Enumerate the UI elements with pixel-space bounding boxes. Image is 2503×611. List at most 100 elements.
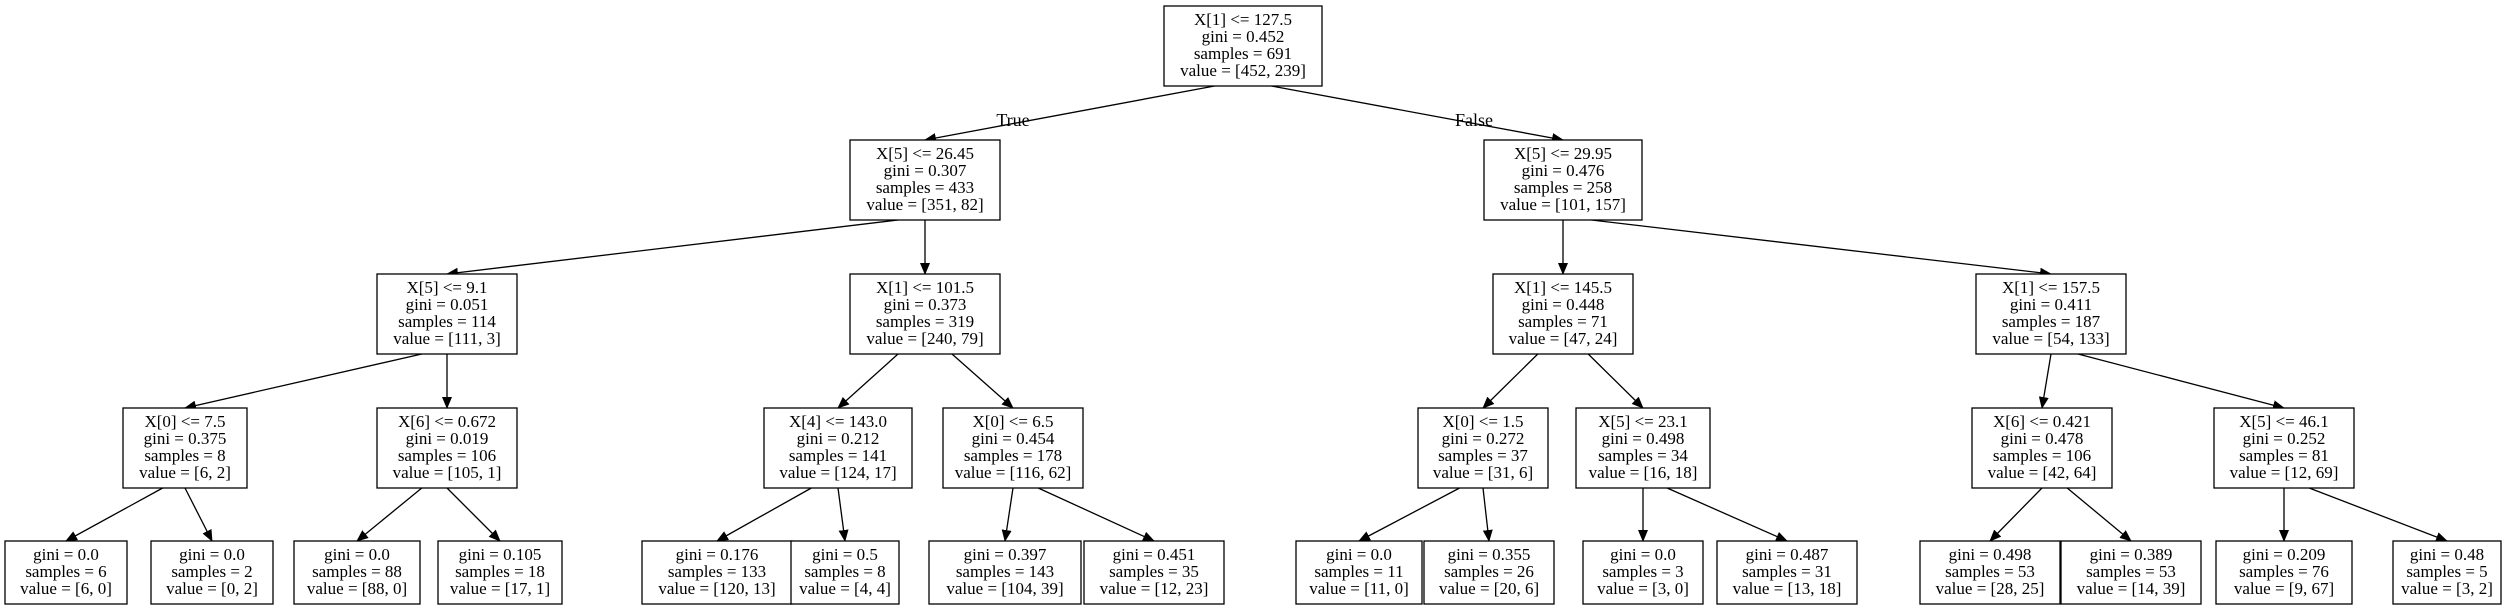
node-text-line: samples = 319 [876,312,974,331]
node-text-line: X[5] <= 29.95 [1514,144,1612,163]
node-text-line: samples = 143 [956,562,1054,581]
tree-edge-arrow [446,219,899,278]
node-box [1423,540,1555,605]
node-text-line: gini = 0.272 [1442,429,1525,448]
node-text-line: samples = 178 [964,446,1062,465]
node-text-line: value = [104, 39] [946,579,1063,598]
tree-edge-arrow [1358,487,1460,542]
node-text-line: samples = 3 [1602,562,1683,581]
node-text-line: value = [3, 0] [1597,579,1689,598]
node-text-line: samples = 691 [1194,44,1292,63]
tree-edge-arrow [2066,487,2132,542]
node-text-line: gini = 0.019 [406,429,489,448]
node-text-line: gini = 0.48 [2410,545,2484,564]
node-text-line: gini = 0.307 [884,161,967,180]
node-box [1971,407,2113,489]
node-text-line: gini = 0.0 [324,545,390,564]
node-box [1492,273,1634,355]
tree-edge-arrow [1482,353,1539,409]
node-text-line: value = [9, 67] [2234,579,2334,598]
node-text-line: X[1] <= 127.5 [1194,10,1292,29]
node-text-line: value = [6, 0] [20,579,112,598]
node-text-line: samples = 258 [1514,178,1612,197]
node-box [437,540,563,605]
node-text-line: X[1] <= 157.5 [2002,278,2100,297]
node-text-line: samples = 187 [2002,312,2101,331]
node-text-line: samples = 133 [668,562,766,581]
tree-edge-arrow [184,487,213,542]
node-box [2392,540,2502,605]
node-text-line: gini = 0.487 [1746,545,1829,564]
node-text-line: value = [351, 82] [866,195,983,214]
node-box [849,139,1001,221]
node-box [2213,407,2355,489]
node-box [1417,407,1549,489]
node-text-line: gini = 0.0 [1326,545,1392,564]
node-box [790,540,900,605]
node-text-line: value = [54, 133] [1992,329,2109,348]
node-text-line: samples = 5 [2406,562,2487,581]
node-text-line: value = [16, 18] [1589,463,1698,482]
node-text-line: gini = 0.448 [1522,295,1605,314]
tree-edge-arrow [1037,487,1155,542]
tree-edge-arrow [356,487,423,542]
node-box [2060,540,2202,605]
node-text-line: gini = 0.454 [972,429,1055,448]
tree-edge-arrow [446,487,501,542]
tree-edge-arrow [1271,85,1564,143]
node-text-line: samples = 35 [1109,562,1199,581]
node-text-line: gini = 0.252 [2243,429,2326,448]
node-box [2215,540,2353,605]
true-edge-label: True [996,110,1029,130]
edges-layer [65,85,2448,542]
node-text-line: samples = 8 [144,446,225,465]
node-text-line: value = [116, 62] [955,463,1072,482]
node-box [1716,540,1858,605]
node-box [641,540,793,605]
node-text-line: value = [111, 3] [393,329,500,348]
node-text-line: X[5] <= 26.45 [876,144,974,163]
node-text-line: samples = 71 [1518,312,1608,331]
node-text-line: samples = 6 [25,562,106,581]
tree-edge-arrow [1591,219,2052,278]
tree-edge-arrow [1482,487,1493,542]
node-text-line: X[0] <= 7.5 [144,412,225,431]
node-text-line: samples = 8 [804,562,885,581]
node-text-line: X[1] <= 101.5 [876,278,974,297]
node-text-line: value = [12, 23] [1100,579,1209,598]
node-text-line: value = [28, 25] [1936,579,2045,598]
node-text-line: gini = 0.397 [964,545,1047,564]
node-box [763,407,913,489]
node-text-line: gini = 0.389 [2090,545,2173,564]
tree-edge-arrow [1587,353,1644,409]
node-text-line: gini = 0.0 [179,545,245,564]
node-box [1163,5,1323,87]
node-text-line: gini = 0.0 [1610,545,1676,564]
node-text-line: gini = 0.105 [459,545,542,564]
node-text-line: gini = 0.212 [797,429,880,448]
node-text-line: X[0] <= 1.5 [1442,412,1523,431]
node-text-line: value = [11, 0] [1309,579,1409,598]
node-text-line: samples = 53 [2086,562,2176,581]
node-text-line: gini = 0.051 [406,295,489,314]
node-text-line: gini = 0.375 [144,429,227,448]
tree-edge-arrow [1666,487,1788,542]
node-text-line: gini = 0.476 [1522,161,1605,180]
